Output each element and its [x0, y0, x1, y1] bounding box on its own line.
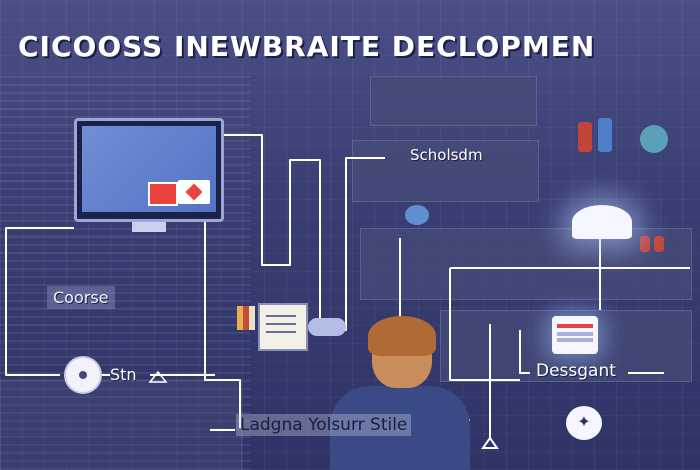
label-station: Stn [110, 365, 137, 384]
mouse-icon [308, 318, 346, 336]
label-bottom: Ladgna Yolsurr Stile [236, 414, 412, 436]
background-shelf [370, 76, 537, 126]
document-icon [552, 316, 598, 354]
jar-icon [578, 122, 592, 152]
person-body [330, 386, 470, 470]
page-title: CICOOSS INEWBRAITE DECLOPMEN [18, 30, 596, 63]
background-desk [0, 380, 242, 470]
card-red-icon [148, 182, 178, 206]
disc-icon [66, 358, 100, 392]
books-icon [237, 306, 255, 330]
card-diamond-icon [178, 180, 210, 204]
jar-icon [654, 236, 664, 252]
label-design: Dessgant [536, 361, 616, 381]
background-shelf [360, 228, 692, 300]
lamp-icon [572, 205, 632, 239]
person-hair [368, 316, 436, 356]
clipboard-icon [258, 303, 308, 351]
sparkle-icon [566, 406, 602, 440]
jar-icon [640, 236, 650, 252]
background-shelf [352, 140, 539, 202]
label-course: Coorse [47, 286, 115, 309]
jar-icon [405, 205, 429, 225]
jar-icon [598, 118, 612, 152]
monitor-icon [74, 118, 224, 232]
jar-icon [640, 125, 668, 153]
monitor-stand [132, 222, 166, 232]
label-schedule: Scholsdm [410, 146, 483, 164]
